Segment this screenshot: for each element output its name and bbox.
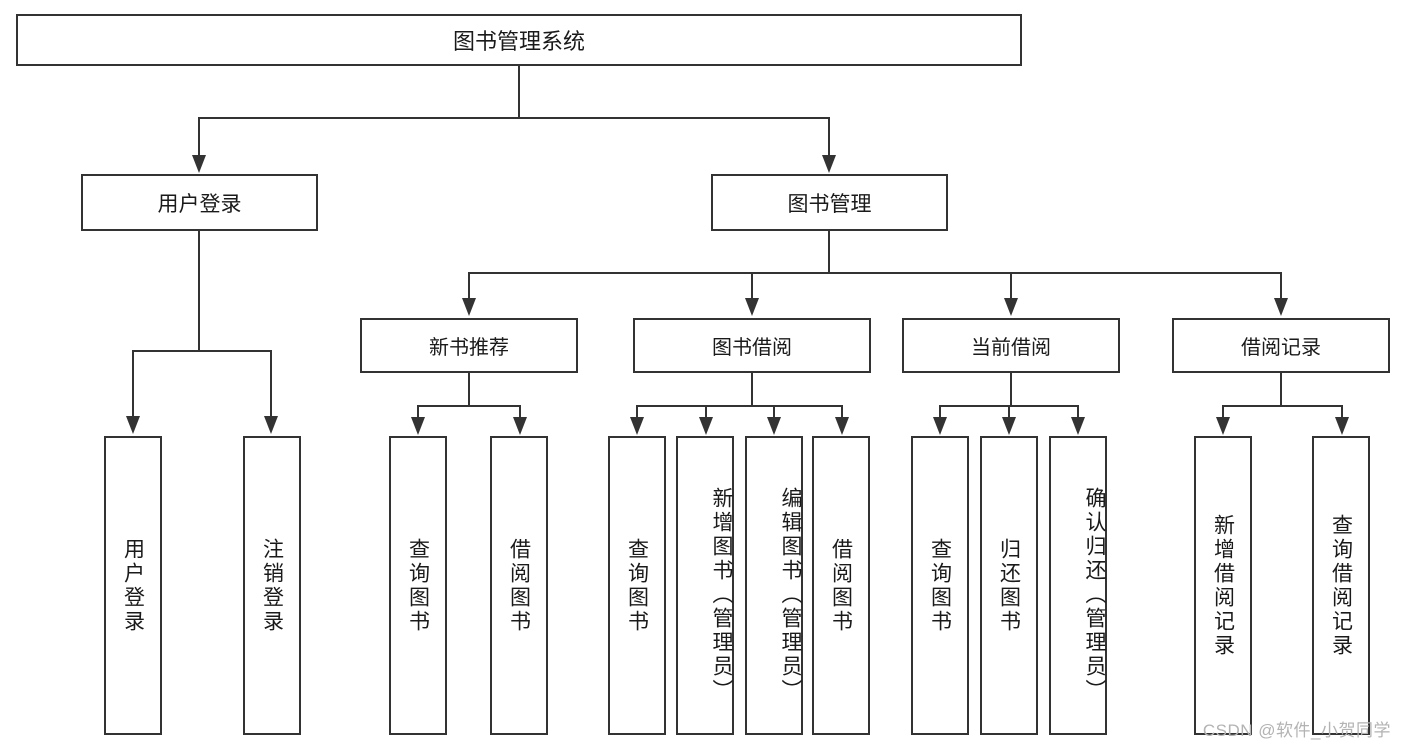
connector-level3-drop-2 — [1010, 272, 1012, 300]
leaf-current-borrow-confirm-return[interactable]: 确认归还（管理员） — [1049, 436, 1107, 735]
arrow-level3-1 — [745, 298, 759, 316]
node-label: 用户登录 — [121, 537, 145, 634]
connector-level2-drop-1 — [828, 117, 830, 157]
node-label: 借阅图书 — [507, 537, 531, 634]
node-label: 图书管理 — [787, 192, 872, 216]
watermark-text: CSDN @软件_小贺同学 — [1202, 721, 1391, 740]
connector-current-borrow-drop-2 — [1077, 405, 1079, 419]
arrow-book-borrow-3 — [835, 417, 849, 435]
node-label: 确认归还（管理员） — [1083, 486, 1106, 703]
connector-user-login-stem — [198, 231, 200, 351]
connector-level2-bus — [198, 117, 830, 119]
node-label: 借阅图书 — [829, 537, 853, 634]
arrow-new-book-0 — [411, 417, 425, 435]
node-book-management[interactable]: 图书管理 — [711, 174, 948, 231]
arrow-user-login-0 — [126, 416, 140, 434]
connector-new-book-drop-1 — [519, 405, 521, 419]
arrow-borrow-record-1 — [1335, 417, 1349, 435]
arrow-level3-2 — [1004, 298, 1018, 316]
leaf-borrow-record-add[interactable]: 新增借阅记录 — [1194, 436, 1252, 735]
leaf-user-login-logout[interactable]: 注销登录 — [243, 436, 301, 735]
node-user-login[interactable]: 用户登录 — [81, 174, 318, 231]
arrow-level3-0 — [462, 298, 476, 316]
connector-book-borrow-stem — [751, 373, 753, 407]
node-label: 编辑图书（管理员） — [779, 486, 802, 703]
arrow-borrow-record-0 — [1216, 417, 1230, 435]
connector-level3-drop-1 — [751, 272, 753, 300]
arrow-current-borrow-1 — [1002, 417, 1016, 435]
node-label: 用户登录 — [157, 192, 242, 216]
node-label: 图书借阅 — [712, 337, 792, 359]
leaf-new-book-query[interactable]: 查询图书 — [389, 436, 447, 735]
connector-level3-drop-0 — [468, 272, 470, 300]
arrow-current-borrow-2 — [1071, 417, 1085, 435]
connector-book-borrow-drop-2 — [773, 405, 775, 419]
connector-borrow-record-drop-0 — [1222, 405, 1224, 419]
node-label: 图书管理系统 — [452, 29, 585, 54]
node-label: 新书推荐 — [429, 337, 509, 359]
connector-current-borrow-stem — [1010, 373, 1012, 407]
arrow-book-borrow-1 — [699, 417, 713, 435]
arrow-level3-3 — [1274, 298, 1288, 316]
connector-borrow-record-bus — [1222, 405, 1342, 407]
connector-borrow-record-stem — [1280, 373, 1282, 407]
node-label: 新增图书（管理员） — [710, 486, 733, 703]
connector-book-borrow-drop-3 — [841, 405, 843, 419]
connector-user-login-bus — [132, 350, 270, 352]
connector-user-login-drop-1 — [270, 350, 272, 418]
node-label: 查询借阅记录 — [1329, 513, 1353, 658]
arrow-level2-1 — [822, 155, 836, 173]
connector-level3-drop-3 — [1280, 272, 1282, 300]
leaf-new-book-borrow[interactable]: 借阅图书 — [490, 436, 548, 735]
connector-current-borrow-drop-1 — [1008, 405, 1010, 419]
arrow-book-borrow-2 — [767, 417, 781, 435]
arrow-level2-0 — [192, 155, 206, 173]
node-label: 借阅记录 — [1241, 337, 1321, 359]
node-label: 查询图书 — [928, 537, 952, 634]
connector-new-book-bus — [417, 405, 519, 407]
connector-current-borrow-drop-0 — [939, 405, 941, 419]
node-label: 当前借阅 — [971, 337, 1051, 359]
connector-book-borrow-drop-1 — [705, 405, 707, 419]
connector-new-book-drop-0 — [417, 405, 419, 419]
node-label: 归还图书 — [997, 537, 1021, 634]
leaf-book-borrow-add[interactable]: 新增图书（管理员） — [676, 436, 734, 735]
leaf-book-borrow-query[interactable]: 查询图书 — [608, 436, 666, 735]
node-root-system[interactable]: 图书管理系统 — [16, 14, 1022, 66]
node-label: 注销登录 — [260, 537, 284, 634]
arrow-user-login-1 — [264, 416, 278, 434]
arrow-current-borrow-0 — [933, 417, 947, 435]
connector-book-management-stem — [828, 231, 830, 273]
leaf-current-borrow-return[interactable]: 归还图书 — [980, 436, 1038, 735]
connector-level2-drop-0 — [198, 117, 200, 157]
connector-user-login-drop-0 — [132, 350, 134, 418]
node-borrow-record[interactable]: 借阅记录 — [1172, 318, 1390, 373]
node-current-borrow[interactable]: 当前借阅 — [902, 318, 1120, 373]
leaf-user-login-login[interactable]: 用户登录 — [104, 436, 162, 735]
connector-book-borrow-bus — [636, 405, 842, 407]
node-label: 查询图书 — [625, 537, 649, 634]
leaf-current-borrow-query[interactable]: 查询图书 — [911, 436, 969, 735]
connector-borrow-record-drop-1 — [1341, 405, 1343, 419]
connector-book-borrow-drop-0 — [636, 405, 638, 419]
leaf-book-borrow-edit[interactable]: 编辑图书（管理员） — [745, 436, 803, 735]
node-label: 新增借阅记录 — [1211, 513, 1235, 658]
connector-root-stem — [518, 66, 520, 118]
node-label: 查询图书 — [406, 537, 430, 634]
leaf-book-borrow-borrow[interactable]: 借阅图书 — [812, 436, 870, 735]
arrow-new-book-1 — [513, 417, 527, 435]
node-new-book-recommend[interactable]: 新书推荐 — [360, 318, 578, 373]
node-book-borrow[interactable]: 图书借阅 — [633, 318, 871, 373]
connector-level3-bus — [468, 272, 1280, 274]
leaf-borrow-record-query[interactable]: 查询借阅记录 — [1312, 436, 1370, 735]
arrow-book-borrow-0 — [630, 417, 644, 435]
connector-new-book-stem — [468, 373, 470, 407]
